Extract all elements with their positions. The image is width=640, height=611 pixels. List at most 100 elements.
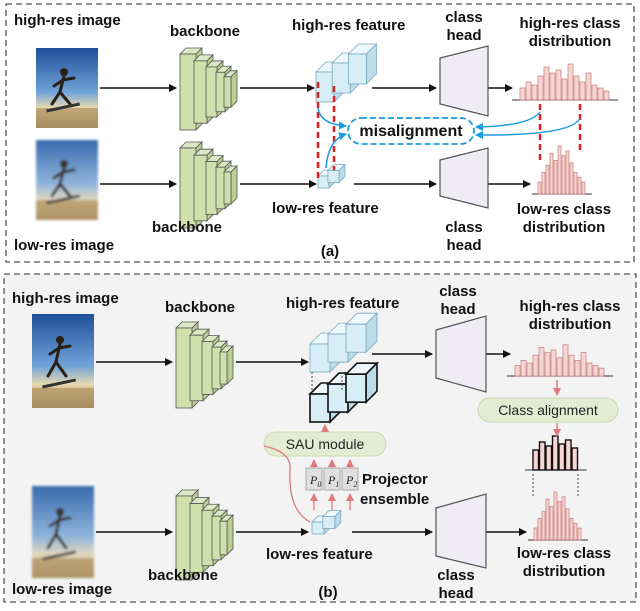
histogram-bar [558, 443, 566, 471]
feature-cube [345, 312, 378, 354]
svg-text:P2: P2 [345, 473, 357, 489]
histogram-bar [585, 72, 592, 101]
histogram-bar [531, 84, 538, 101]
backbone-layer [219, 514, 234, 556]
histogram-bar [571, 447, 579, 471]
backbone-layer [223, 165, 238, 205]
histogram-bar [538, 441, 546, 471]
panel-a-class-head-top [439, 45, 489, 117]
histogram-bar [598, 367, 605, 377]
histogram-bar [537, 75, 544, 101]
panel-b-sau-module-label: SAU module [286, 436, 365, 452]
feature-cube [347, 43, 378, 85]
backbone-layer [223, 69, 238, 109]
feature-cube [344, 361, 379, 405]
histogram-bar [553, 491, 558, 541]
histogram-bar [541, 172, 546, 195]
panel-b-projector-p2: P2 [341, 467, 359, 491]
histogram-bar [586, 362, 593, 377]
histogram-bar [597, 87, 604, 101]
histogram-bar [514, 365, 521, 377]
panel-a-blue-arrow-right-top [475, 111, 541, 131]
histogram-bar [573, 172, 578, 195]
histogram-bar [533, 527, 538, 541]
histogram-bar [541, 510, 546, 541]
panel-b-backbone-bottom-label: backbone [148, 567, 218, 584]
panel-b-class-alignment-pill [477, 397, 619, 423]
panel-a-high-res-image-label: high-res image [14, 12, 121, 29]
panel-b-high-res-histogram [507, 344, 613, 377]
feature-cube [321, 509, 342, 530]
histogram-bar [591, 84, 598, 101]
svg-text:P1: P1 [327, 473, 339, 489]
panel-b-class-head-top [435, 315, 487, 393]
feature-cube [326, 163, 346, 184]
histogram-bar [561, 155, 566, 195]
panel-a-caption: (a) [321, 243, 339, 260]
histogram-bar [543, 66, 550, 101]
histogram-bar [557, 501, 562, 541]
panel-a-high-res-histogram [512, 63, 618, 101]
panel-b-backbone-top [175, 321, 234, 409]
histogram-bar [568, 354, 575, 377]
panel-a-backbone-bottom-label: backbone [152, 219, 222, 236]
histogram-bar [561, 496, 566, 541]
panel-a-low-res-feature-label: low-res feature [272, 200, 379, 217]
panel-a-backbone-top-label: backbone [170, 23, 240, 40]
histogram-bar [550, 349, 557, 377]
histogram-bar [545, 164, 550, 195]
histogram-bar [603, 90, 610, 101]
panel-a-backbone-bottom [179, 141, 238, 229]
histogram-bar [538, 347, 545, 377]
histogram-bar [549, 506, 554, 541]
panel-b-caption: (b) [318, 584, 337, 601]
panel-b-aligned-histogram [525, 435, 587, 471]
panel-a-low-res-histogram [532, 145, 592, 195]
histogram-bar [525, 81, 532, 101]
histogram-bar [537, 518, 542, 541]
panel-a-high-res-photo [36, 48, 98, 128]
histogram-bar [545, 445, 553, 471]
panel-a-class-head-bottom [439, 147, 489, 209]
panel-b-low-res-feature-block [311, 509, 342, 535]
histogram-bar [545, 498, 550, 541]
panel-b-low-res-feature-label: low-res feature [266, 546, 373, 563]
histogram-bar [569, 518, 574, 541]
panel-a-blue-arrow-left-top [317, 107, 347, 130]
panel-b-low-res-photo [32, 486, 94, 578]
histogram-bar [532, 449, 540, 471]
histogram-bar [553, 160, 558, 195]
histogram-bar [577, 527, 582, 541]
histogram-bar [537, 181, 542, 195]
histogram-bar [577, 176, 582, 195]
panel-b-low-res-image-label: low-res image [12, 581, 112, 598]
panel-b-high-res-feature-block [309, 312, 378, 373]
panel-b-low-res-histogram [528, 491, 588, 541]
histogram-bar [519, 87, 526, 101]
histogram-bar [556, 357, 563, 377]
histogram-bar [573, 75, 580, 101]
histogram-bar [565, 508, 570, 541]
panel-b-projected-feature-block [308, 361, 379, 424]
panel-b-class-head-bottom [435, 493, 487, 569]
panel-a-low-res-photo [36, 140, 98, 220]
histogram-bar [549, 72, 556, 101]
histogram-bar [549, 152, 554, 195]
histogram-bar [555, 69, 562, 101]
histogram-bar [580, 352, 587, 377]
histogram-bar [592, 365, 599, 377]
panel-b-class-alignment-label: Class alignment [498, 402, 598, 418]
histogram-bar [562, 344, 569, 377]
panel-a-high-res-feature-block [315, 43, 378, 103]
histogram-bar [573, 522, 578, 541]
histogram-bar [564, 439, 572, 471]
histogram-bar [557, 145, 562, 195]
